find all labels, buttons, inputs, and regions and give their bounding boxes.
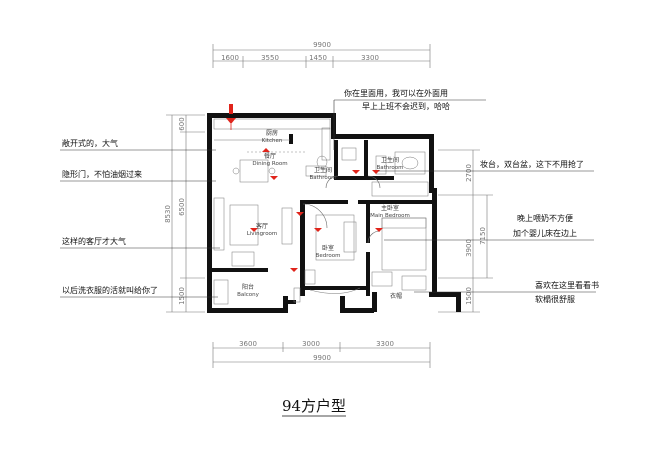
top-dimension-group: 9900 1600 3550 1450 3300 [212,41,431,68]
bedroom-label-en: Bedroom [316,253,341,259]
annotation-left-3: 这样的客厅才大气 [62,236,126,246]
left-inner-dimension: 6500 [178,198,186,216]
room-labels: 厨房 Kitchen 餐厅 Dining Room 卫生间 Bathroom 卫… [237,129,410,300]
plan-title: 94方户型 [282,397,346,415]
top-dimension-1: 1600 [221,54,239,62]
annotations: 敞开式的，大气 隐形门，不怕油烟过来 这样的客厅才大气 以后洗衣服的活就叫给你了… [62,88,599,304]
annotation-leaders [60,99,596,298]
top-total-dimension: 9900 [313,41,331,49]
annotation-right-5: 软榻很舒服 [535,294,575,304]
annotation-left-4: 以后洗衣服的活就叫给你了 [62,285,158,295]
kitchen-label-cn: 厨房 [266,129,278,137]
living-label-cn: 客厅 [256,222,268,230]
left-top-dimension: 600 [178,117,186,130]
bottom-dimension-3: 3300 [376,340,394,348]
annotation-right-2: 晚上喂奶不方便 [517,213,573,223]
right-low-dimension: 3900 [465,239,473,257]
main-bedroom-label-en: Main Bedroom [370,213,410,219]
left-outer-dimension: 8530 [164,205,172,223]
bedroom-label-cn: 卧室 [322,244,334,252]
right-dimension-group: 2700 7150 3900 1500 [438,149,493,313]
annotation-right-1: 妆台，双台盆，这下不用抢了 [480,159,584,169]
left-bottom-dimension: 1500 [178,287,186,305]
top-dimension-2: 3550 [261,54,279,62]
dining-label-en: Dining Room [252,161,287,167]
right-bottom-dimension: 1500 [465,287,473,305]
annotation-top-1: 你在里面用，我可以在外面用 [344,88,448,98]
cloakroom-label-cn: 衣帽 [390,292,402,300]
kitchen-label-en: Kitchen [262,138,283,144]
left-dimension-group: 8530 6500 600 1500 [164,114,205,313]
dining-label-cn: 餐厅 [264,152,276,160]
annotation-left-2: 隐形门，不怕油烟过来 [62,169,142,179]
bottom-dimension-1: 3600 [239,340,257,348]
balcony-label-en: Balcony [237,292,260,298]
annotation-left-1: 敞开式的，大气 [62,138,118,148]
furniture-details [213,118,429,305]
annotation-right-3: 加个婴儿床在边上 [513,228,577,238]
living-label-en: Livingroom [247,231,278,237]
annotation-top-2: 早上上班不会迟到，哈哈 [362,101,450,111]
main-bedroom-label-cn: 主卧室 [381,204,399,212]
top-dimension-3: 1450 [309,54,327,62]
bathroom1-label-cn: 卫生间 [314,166,332,174]
bathroom1-label-en: Bathroom [309,175,336,181]
bottom-total-dimension: 9900 [313,354,331,362]
top-dimension-4: 3300 [361,54,379,62]
right-top-dimension: 2700 [465,164,473,182]
annotation-right-4: 喜欢在这里看看书 [535,280,599,290]
walls [207,113,461,313]
bathroom2-label-cn: 卫生间 [381,156,399,164]
right-mid-dimension: 7150 [479,227,487,245]
red-markers [226,104,383,272]
bathroom2-label-en: Bathroom [376,165,403,171]
bottom-dimension-group: 3600 3000 3300 9900 [212,340,431,368]
bottom-dimension-2: 3000 [302,340,320,348]
balcony-label-cn: 阳台 [242,283,254,291]
